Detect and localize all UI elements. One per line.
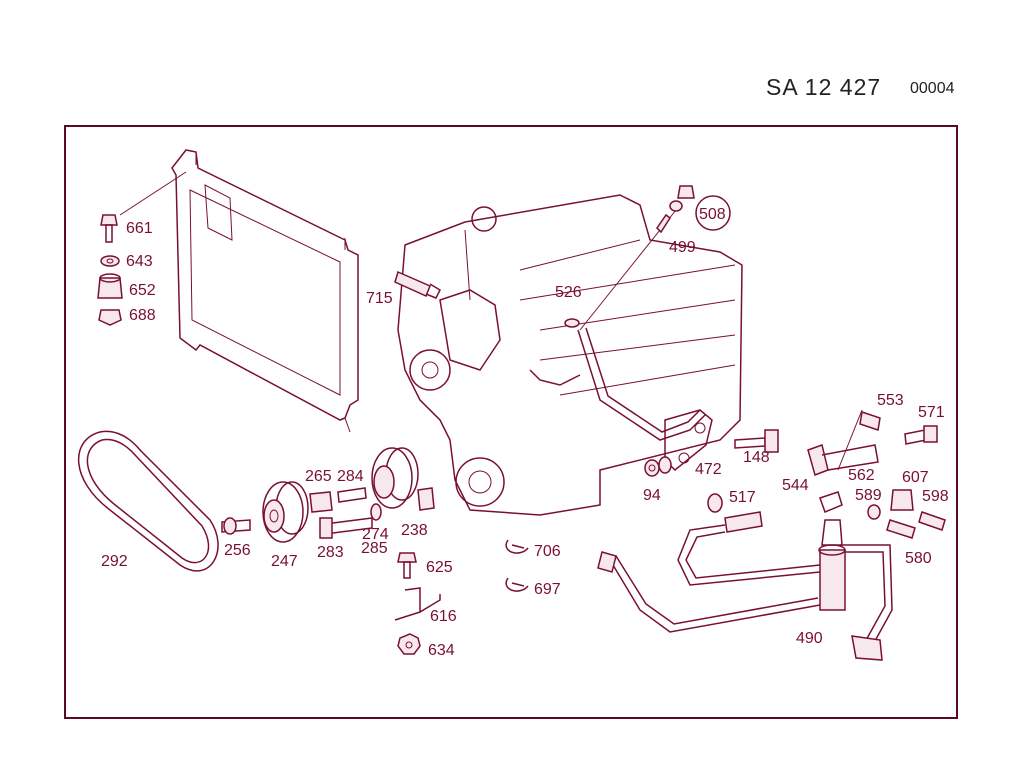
sensor-715 [394, 270, 441, 299]
washer-274 [370, 503, 382, 521]
callout-490: 490 [796, 630, 823, 647]
pulley-238 [371, 447, 435, 511]
washer-94 [644, 456, 672, 477]
callout-94: 94 [643, 487, 661, 504]
callout-553: 553 [877, 392, 904, 409]
callout-517: 517 [729, 489, 756, 506]
spacer-265 [309, 491, 333, 513]
callout-544: 544 [782, 477, 809, 494]
callout-580: 580 [905, 550, 932, 567]
callout-labels: 661 643 652 688 715 526 508 499 553 571 … [101, 206, 949, 659]
callout-292: 292 [101, 553, 128, 570]
bolt-283 [319, 517, 373, 539]
diagram-code: SA 12 427 [766, 74, 882, 100]
bushing-607 [890, 489, 914, 511]
callout-499: 499 [669, 239, 696, 256]
pulley-247 [262, 481, 309, 543]
bolt-148 [734, 429, 779, 453]
callout-508: 508 [699, 206, 726, 223]
bolt-284 [337, 487, 367, 503]
clamp-706 [505, 539, 529, 554]
callout-247: 247 [271, 553, 298, 570]
callout-472: 472 [695, 461, 722, 478]
nut-634 [397, 633, 421, 655]
bolt-571 [904, 425, 938, 445]
washer-589 [867, 504, 881, 520]
bolt-598 [918, 511, 946, 531]
washer-643 [100, 255, 120, 267]
washer-517 [707, 493, 723, 513]
bolt-553 [859, 411, 881, 431]
callout-643: 643 [126, 253, 153, 270]
callout-598: 598 [922, 488, 949, 505]
callout-634: 634 [428, 642, 455, 659]
callout-607: 607 [902, 469, 929, 486]
callout-706: 706 [534, 543, 561, 560]
diagram-frame [64, 125, 958, 719]
bushing-652 [97, 273, 123, 299]
callout-652: 652 [129, 282, 156, 299]
callout-571: 571 [918, 404, 945, 421]
callout-256: 256 [224, 542, 251, 559]
callout-661: 661 [126, 220, 153, 237]
callout-238: 238 [401, 522, 428, 539]
callout-715: 715 [366, 290, 393, 307]
bracket-544 [807, 409, 879, 476]
callout-688: 688 [129, 307, 156, 324]
receiver-drier-490 [818, 491, 846, 611]
bolt-580 [886, 519, 916, 539]
callout-526: 526 [555, 284, 582, 301]
bolt-256 [221, 517, 251, 535]
callout-285: 285 [361, 540, 388, 557]
bolt-625 [397, 552, 417, 579]
nut-688 [98, 309, 122, 326]
ac-lines [597, 511, 893, 661]
callout-265: 265 [305, 468, 332, 485]
callout-625: 625 [426, 559, 453, 576]
callout-697: 697 [534, 581, 561, 598]
callout-274: 274 [362, 526, 389, 543]
leader-661 [119, 171, 187, 216]
belt-292 [78, 430, 219, 572]
hose-assembly [529, 185, 731, 441]
callout-283: 283 [317, 544, 344, 561]
clamp-697 [505, 577, 529, 592]
callout-589: 589 [855, 487, 882, 504]
callout-284: 284 [337, 468, 364, 485]
engine-block [397, 194, 743, 516]
fastener-661 [100, 214, 118, 243]
callout-562: 562 [848, 467, 875, 484]
callout-616: 616 [430, 608, 457, 625]
diagram-number: 00004 [910, 80, 955, 97]
bracket-616 [394, 587, 441, 621]
callout-148: 148 [743, 449, 770, 466]
condenser [171, 149, 359, 433]
